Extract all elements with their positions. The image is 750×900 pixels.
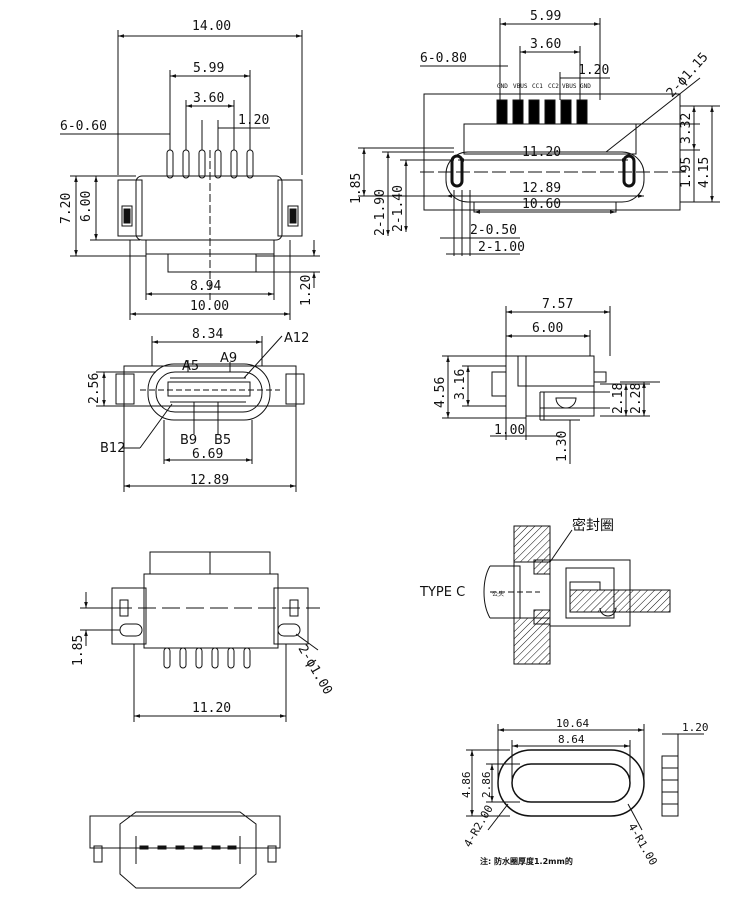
contact-label-a9: A9 — [220, 351, 237, 366]
top-dim-slot-inner: 2-1.40 — [391, 185, 406, 232]
gasket-note: 注: 防水圈厚度1.2mm的 — [480, 856, 573, 866]
gasket-dim-r-inner: 4-R1.00 — [625, 821, 659, 868]
top-dim-h-195: 1.95 — [679, 157, 694, 188]
side-dim-length: 7.57 — [542, 297, 573, 312]
gasket-dim-inner-width: 8.64 — [558, 733, 585, 746]
contact-label-b12: B12 — [100, 441, 125, 456]
dim-overall-width: 14.00 — [192, 19, 231, 34]
top-dim-pin-span: 5.99 — [530, 9, 561, 24]
section-view-labels: 密封圈 TYPE C 公头 — [419, 517, 614, 600]
top-dim-inner-span: 3.60 — [530, 37, 561, 52]
top-dim-h-332: 3.32 — [679, 113, 694, 144]
bottom-view — [80, 551, 320, 722]
front-view-labels: 14.00 5.99 3.60 1.20 6-0.60 7.20 6.00 8.… — [59, 19, 314, 314]
side-view-labels: 7.57 6.00 4.56 3.16 2.18 2.28 1.00 1.30 — [433, 297, 644, 462]
bottom-view-labels: 1.85 2-ϕ1.00 11.20 — [71, 635, 335, 716]
side-dim-inner-height: 3.16 — [453, 369, 468, 400]
type-c-label: TYPE C — [419, 585, 465, 600]
side-dim-pin-len: 1.30 — [555, 431, 570, 462]
plug-view — [89, 811, 281, 889]
dim-pin-count: 6-0.60 — [60, 119, 107, 134]
port-dim-opening-width: 8.34 — [192, 327, 223, 342]
top-dim-pitch: 1.20 — [578, 63, 609, 78]
dim-base-width: 10.00 — [190, 299, 229, 314]
dim-height-body: 6.00 — [79, 191, 94, 222]
bottom-dim-height: 1.85 — [71, 635, 86, 666]
dim-body-width: 8.94 — [190, 279, 221, 294]
top-dim-slot-w-050: 2-0.50 — [470, 223, 517, 238]
pin-label-cc2: CC2 — [548, 83, 559, 90]
top-dim-pin-count: 6-0.80 — [420, 51, 467, 66]
top-view — [358, 18, 720, 256]
top-pins — [496, 99, 588, 125]
front-view — [60, 30, 320, 320]
top-dim-h-185: 1.85 — [349, 173, 364, 204]
contact-label-a5: A5 — [182, 359, 199, 374]
pin-label-cc1: CC1 — [532, 83, 543, 90]
top-pin-labels: GND VBUS CC1 CC2 VBUS GND — [497, 83, 591, 90]
pin-label-vbus-2: VBUS — [562, 83, 577, 90]
dim-pitch: 1.20 — [238, 113, 269, 128]
port-dim-outer-width: 12.89 — [190, 473, 229, 488]
pin-label-gnd-1: GND — [497, 83, 508, 90]
port-view-labels: 8.34 A12 A5 A9 B12 B9 B5 6.69 12.89 2.56 — [87, 327, 309, 488]
plug-contacts — [139, 845, 237, 850]
bottom-dim-width: 11.20 — [192, 701, 231, 716]
bottom-dim-holes: 2-ϕ1.00 — [295, 643, 335, 698]
gasket-dim-outer-width: 10.64 — [556, 717, 589, 730]
contact-label-a12: A12 — [284, 331, 309, 346]
contact-label-b9: B9 — [180, 433, 197, 448]
dim-base-height: 1.20 — [299, 275, 314, 306]
side-dim-h-228: 2.28 — [629, 383, 644, 414]
port-view — [96, 335, 305, 492]
port-dim-inner-width: 6.69 — [192, 447, 223, 462]
top-dim-body-span: 10.60 — [522, 197, 561, 212]
front-pins — [166, 149, 254, 179]
pin-label-gnd-2: GND — [580, 83, 591, 90]
side-dim-h-218: 2.18 — [611, 383, 626, 414]
dim-height-total: 7.20 — [59, 193, 74, 224]
top-dim-slot-len: 2-1.90 — [373, 189, 388, 236]
side-dim-body-length: 6.00 — [532, 321, 563, 336]
section-view — [483, 525, 671, 665]
port-dim-height: 2.56 — [87, 373, 102, 404]
bottom-pins — [163, 647, 251, 669]
gasket-view — [466, 724, 704, 831]
dim-pin-span: 5.99 — [193, 61, 224, 76]
top-dim-outer-span: 12.89 — [522, 181, 561, 196]
top-view-labels: 5.99 3.60 1.20 6-0.80 GND VBUS CC1 CC2 V… — [349, 9, 712, 255]
top-dim-slot-w-100: 2-1.00 — [478, 240, 525, 255]
side-view — [442, 306, 660, 464]
pin-label-vbus-1: VBUS — [513, 83, 528, 90]
top-dim-hole: 2-ϕ1.15 — [664, 50, 712, 101]
gasket-dim-outer-height: 4.86 — [460, 772, 473, 799]
seal-ring-label: 密封圈 — [572, 517, 614, 534]
top-dim-h-415: 4.15 — [697, 157, 712, 188]
plug-label: 公头 — [492, 590, 504, 598]
dim-inner-span: 3.60 — [193, 91, 224, 106]
gasket-dim-inner-height: 2.86 — [480, 772, 493, 799]
gasket-dim-thickness: 1.20 — [682, 721, 709, 734]
side-dim-height: 4.56 — [433, 377, 448, 408]
contact-label-b5: B5 — [214, 433, 231, 448]
side-dim-front-gap: 1.00 — [494, 423, 525, 438]
top-dim-slot-span: 11.20 — [522, 145, 561, 160]
